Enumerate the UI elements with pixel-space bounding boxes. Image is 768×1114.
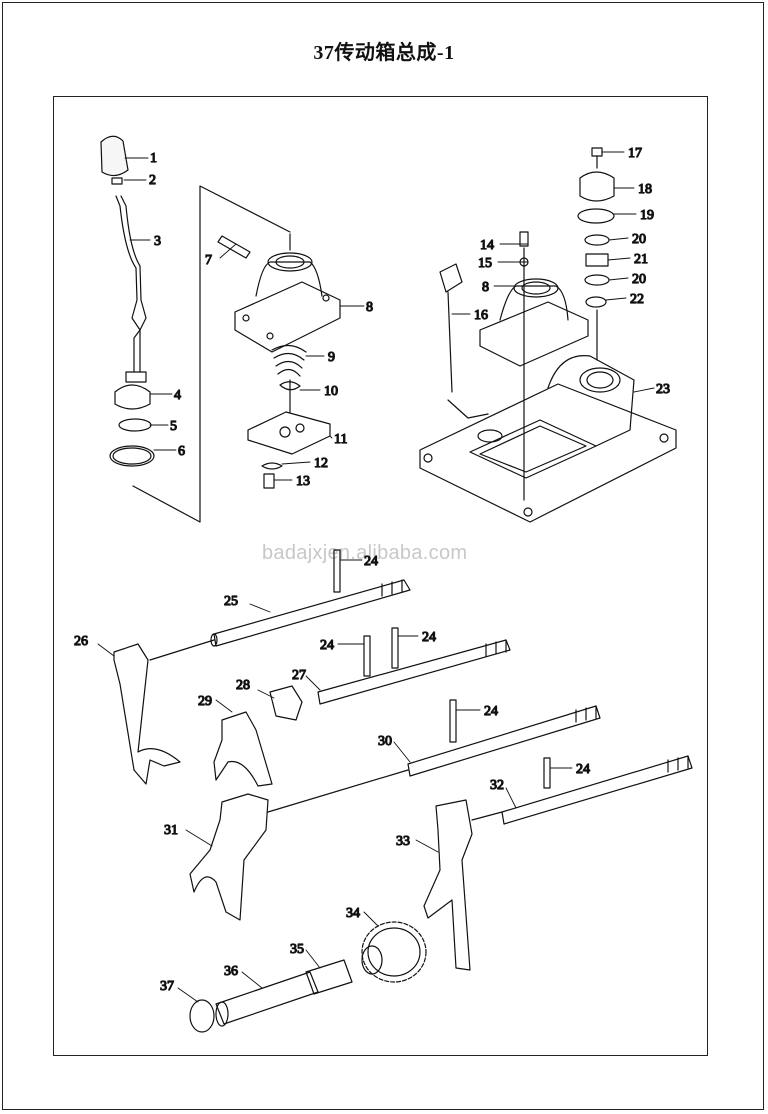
pin-24a	[333, 549, 341, 593]
plate-11	[247, 411, 331, 455]
fork-26	[113, 643, 181, 785]
callout-22: 22	[630, 292, 644, 307]
lever-rod	[115, 195, 141, 373]
cover-tower	[547, 355, 635, 447]
callout-8-right: 8	[482, 280, 489, 295]
housing-flange	[234, 281, 341, 353]
callout-23: 23	[656, 382, 670, 397]
callout-29: 29	[198, 694, 212, 709]
bolt-14	[519, 231, 529, 247]
callout-20b: 20	[632, 272, 646, 287]
pin-24b	[363, 635, 371, 677]
washer-12	[261, 462, 283, 470]
fork-29	[213, 711, 273, 787]
fork-block-28	[269, 685, 303, 721]
bolt-13	[263, 473, 275, 489]
callout-labels: 1 2 3 4 5 6 7 8 9 10 11 12 13 14 15 16 8…	[73, 145, 670, 994]
callout-11: 11	[334, 432, 347, 447]
o-ring-37	[189, 999, 215, 1033]
callout-21: 21	[634, 252, 648, 267]
pin-24c	[391, 627, 399, 669]
callout-28: 28	[236, 678, 250, 693]
pin-24d	[449, 699, 457, 743]
callout-36: 36	[224, 964, 238, 979]
left-shift-housing	[217, 233, 341, 489]
diagram-frame	[53, 96, 708, 1056]
transmission-cover	[419, 147, 677, 523]
rail-32	[501, 755, 693, 825]
o-ring-19	[577, 208, 615, 224]
watermark: badajxjen.alibaba.com	[262, 542, 468, 564]
callout-32: 32	[490, 778, 504, 793]
callout-1: 1	[150, 151, 157, 166]
callout-24c: 24	[422, 630, 436, 645]
callout-33: 33	[396, 834, 410, 849]
callout-12: 12	[314, 456, 328, 471]
callout-24d: 24	[484, 704, 498, 719]
shaft-36	[215, 971, 319, 1025]
callout-37: 37	[160, 979, 174, 994]
callout-20a: 20	[632, 232, 646, 247]
shift-lever-assembly	[100, 135, 291, 523]
callout-27: 27	[292, 668, 306, 683]
callout-31: 31	[164, 823, 178, 838]
callout-3: 3	[154, 234, 161, 249]
bushing-35	[305, 959, 353, 995]
callout-5: 5	[170, 419, 177, 434]
dust-boot	[114, 384, 151, 410]
gear-34	[361, 921, 427, 983]
callout-8-left: 8	[366, 300, 373, 315]
callout-35: 35	[290, 942, 304, 957]
callout-24e: 24	[576, 762, 590, 777]
callout-9: 9	[328, 350, 335, 365]
lever-nut	[111, 177, 123, 185]
fork-33	[423, 799, 473, 971]
callout-16: 16	[474, 308, 488, 323]
shift-rails	[210, 549, 693, 825]
callout-19: 19	[640, 208, 654, 223]
circlip-22	[585, 296, 607, 308]
pin-7	[217, 235, 251, 259]
shift-forks	[113, 639, 503, 971]
callout-24a: 24	[364, 554, 378, 569]
cover-plate	[419, 383, 677, 523]
dipstick-16	[439, 263, 489, 419]
callout-26: 26	[74, 634, 88, 649]
rail-27	[317, 639, 511, 705]
rail-30	[407, 705, 601, 777]
callout-15: 15	[478, 256, 492, 271]
spring-9	[271, 344, 307, 377]
callout-10: 10	[324, 384, 338, 399]
diagram-title: 37传动箱总成-1	[313, 42, 455, 64]
clip-10	[279, 381, 301, 391]
plug-17	[591, 147, 603, 157]
callout-13: 13	[296, 474, 310, 489]
callout-24b: 24	[320, 638, 334, 653]
callout-14: 14	[480, 238, 494, 253]
callout-6: 6	[178, 444, 185, 459]
callout-30: 30	[378, 734, 392, 749]
filter-20a	[584, 234, 610, 246]
callout-2: 2	[149, 173, 156, 188]
callout-18: 18	[638, 182, 652, 197]
bushing-21	[585, 253, 609, 267]
callout-7: 7	[205, 253, 212, 268]
pin-24e	[543, 757, 551, 789]
callout-17: 17	[628, 146, 642, 161]
snap-ring	[118, 418, 152, 432]
callout-34: 34	[346, 906, 360, 921]
filter-20b	[584, 274, 610, 286]
callout-25: 25	[224, 594, 238, 609]
cap-18	[579, 171, 615, 202]
lever-knob	[100, 135, 129, 177]
fork-31	[189, 793, 269, 921]
rail-25	[213, 579, 411, 647]
leader-lines	[97, 151, 655, 1003]
gear-shaft-assembly	[189, 921, 427, 1033]
callout-4: 4	[174, 388, 181, 403]
retaining-ring	[109, 445, 155, 467]
